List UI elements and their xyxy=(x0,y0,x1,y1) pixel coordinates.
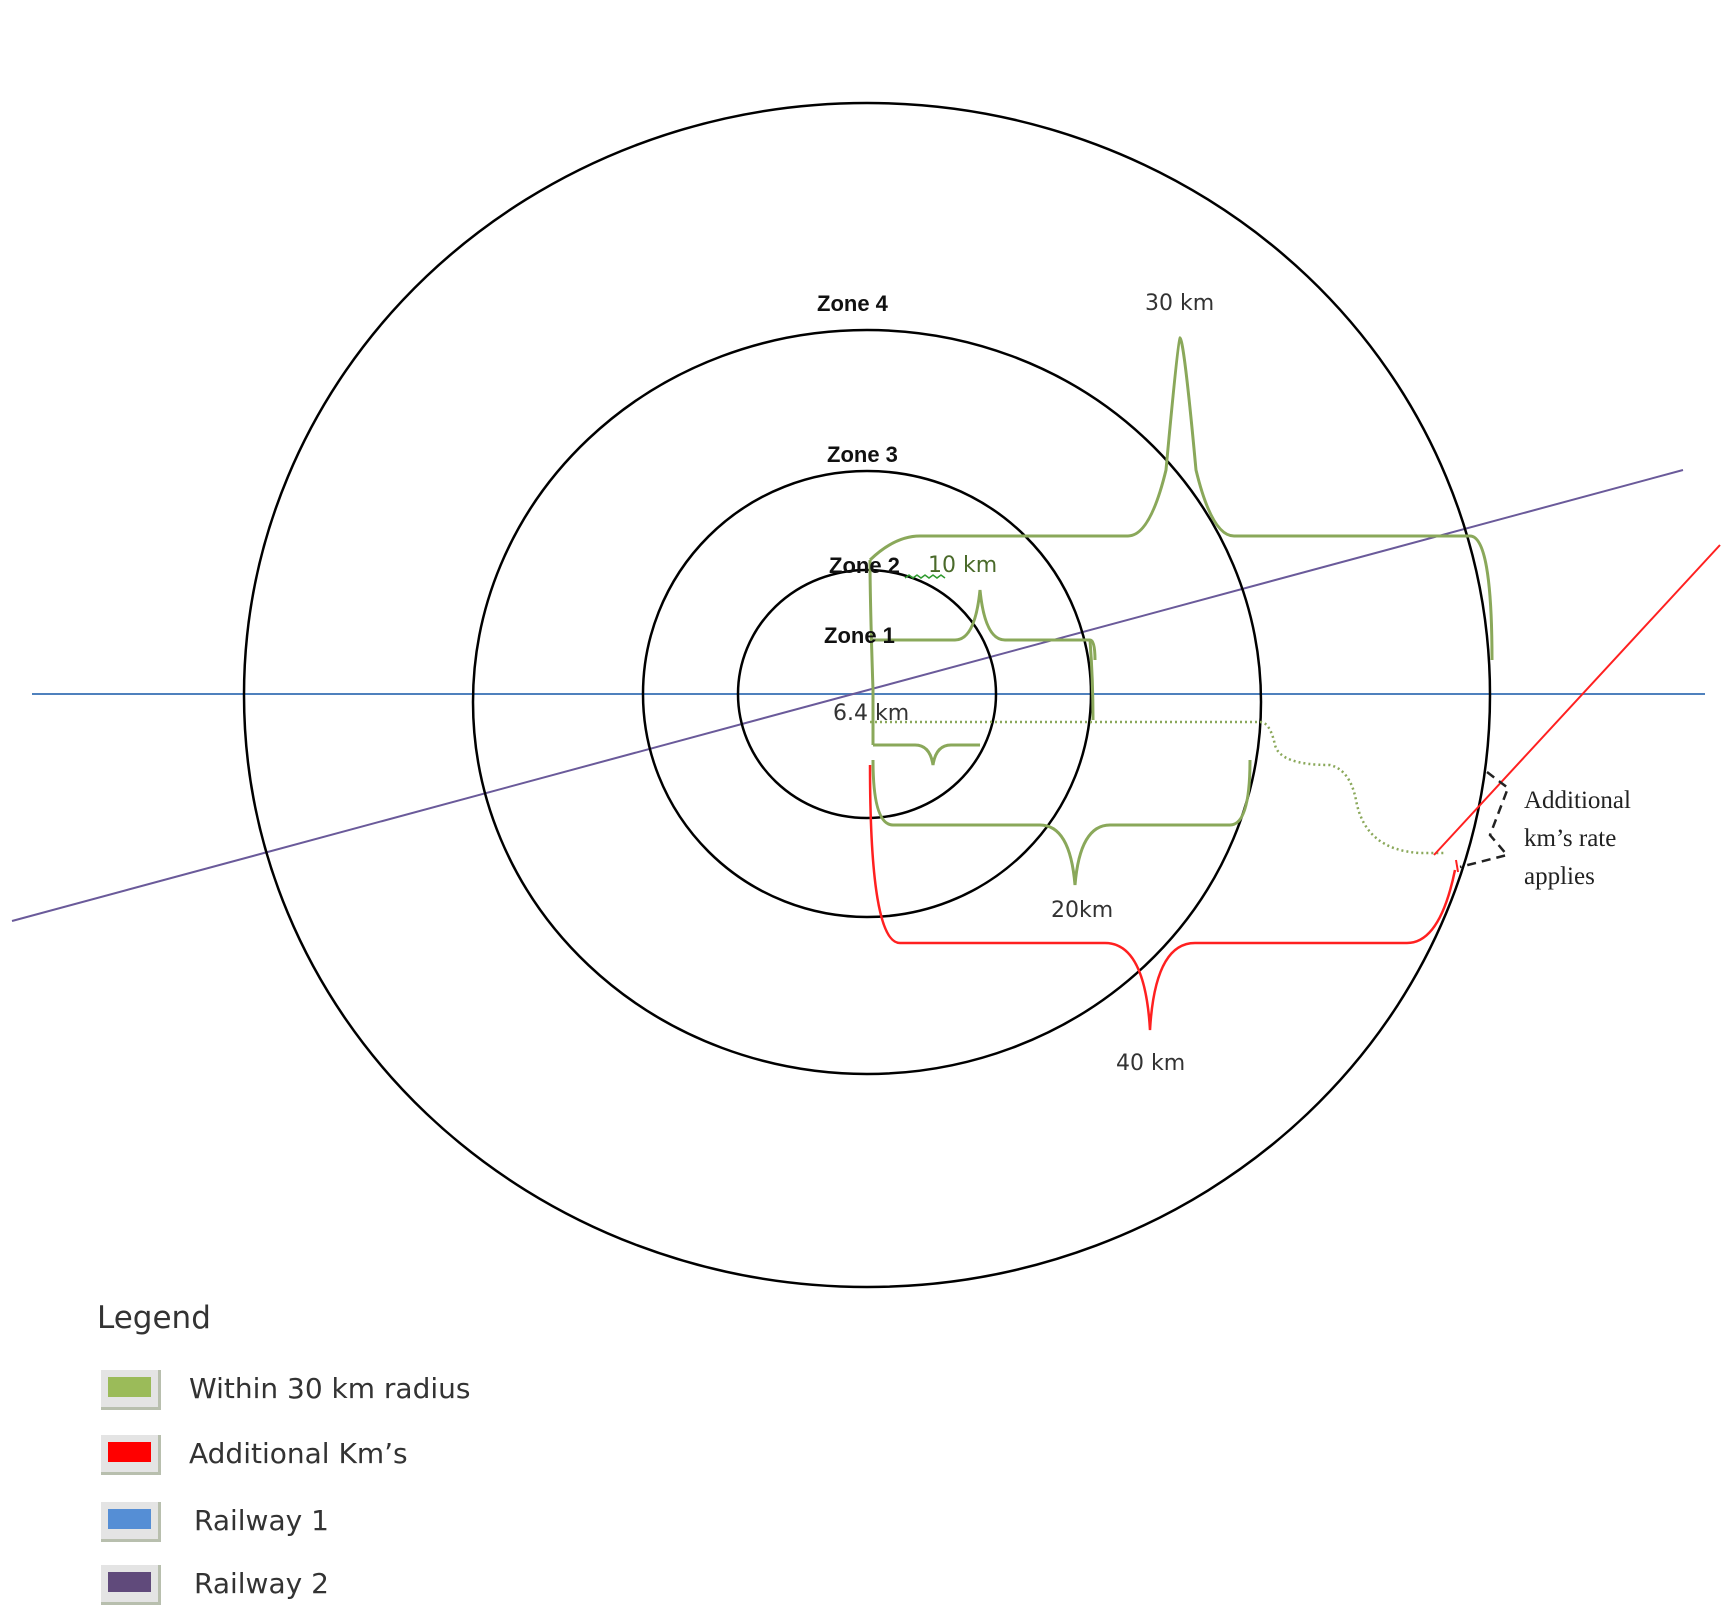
zone-3-label: Zone 3 xyxy=(827,442,898,467)
distance-label-6-4km: 6.4 km xyxy=(833,701,909,726)
legend-swatch-frame xyxy=(101,1502,161,1542)
zone-4-label: Zone 4 xyxy=(817,291,889,316)
within-radius-braces xyxy=(868,336,1494,886)
legend-label-railway-2: Railway 2 xyxy=(194,1567,329,1600)
legend-label-within-radius: Within 30 km radius xyxy=(189,1372,471,1405)
spellcheck-squiggle xyxy=(904,574,946,579)
zone-1-ring xyxy=(736,568,998,820)
additional-rate-dashed-brace xyxy=(1459,771,1510,869)
legend-swatch-green xyxy=(108,1377,151,1397)
distance-label-10km: 10 km xyxy=(928,553,997,578)
legend-swatch-blue xyxy=(108,1509,151,1529)
additional-short-line xyxy=(1455,859,1459,873)
brace-30km xyxy=(868,336,1494,661)
brace-20km xyxy=(871,759,1252,886)
distance-label-20km: 20km xyxy=(1051,898,1113,923)
within-radius-dotted-line xyxy=(870,720,1445,855)
zone-2-ring xyxy=(641,469,1093,919)
zone-2-label: Zone 2 xyxy=(829,553,900,578)
legend-swatch-frame xyxy=(101,1435,161,1475)
distance-label-40km: 40 km xyxy=(1116,1051,1185,1076)
legend-swatch-frame xyxy=(101,1370,161,1410)
distance-label-30km: 30 km xyxy=(1145,291,1214,316)
legend-label-railway-1: Railway 1 xyxy=(194,1504,329,1537)
additional-brace-40km xyxy=(868,764,1457,1031)
legend-swatch-frame xyxy=(101,1565,161,1605)
legend-swatch-purple xyxy=(108,1572,151,1592)
additional-rate-note-line-2: km’s rate xyxy=(1524,825,1616,852)
additional-diagonal-line xyxy=(1433,544,1721,856)
brace-10km xyxy=(870,589,1097,661)
legend-label-additional: Additional Km’s xyxy=(189,1437,408,1470)
zone-4-ring xyxy=(242,101,1492,1289)
additional-rate-note-line-3: applies xyxy=(1524,863,1595,890)
legend-title: Legend xyxy=(97,1300,211,1336)
legend-swatch-red xyxy=(108,1442,151,1462)
brace-6-4km xyxy=(873,743,980,766)
brace-10km-right xyxy=(1088,639,1095,721)
railway-2-line xyxy=(11,469,1684,922)
zone-3-ring xyxy=(471,328,1263,1076)
zone-1-label: Zone 1 xyxy=(824,623,895,648)
brace-left-spine xyxy=(868,559,875,745)
additional-rate-note-line-1: Additional xyxy=(1524,787,1631,814)
legend: Legend Within 30 km radius Additional Km… xyxy=(97,1300,617,1605)
